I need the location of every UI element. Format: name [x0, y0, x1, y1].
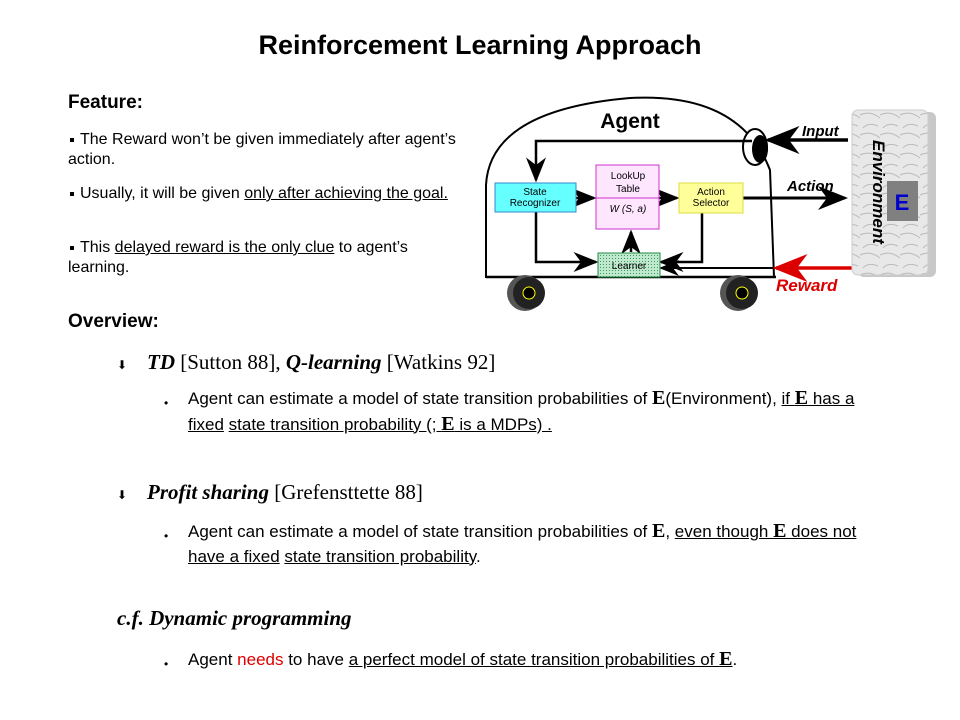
profit-sharing-ref: [Grefensttette 88]	[268, 480, 423, 504]
td-term: TD	[147, 350, 175, 374]
bullet-square-icon	[70, 137, 74, 142]
qlearning-term: Q-learning	[285, 350, 382, 374]
dynamic-programming-heading: c.f. Dynamic programming	[117, 606, 352, 630]
profit-sharing-heading: ⬇ Profit sharing [Grefensttette 88]	[117, 480, 423, 505]
text: state transition probability	[284, 546, 476, 566]
env-symbol: E	[719, 648, 733, 670]
bullet-underlined-text: delayed reward is the only clue	[114, 239, 335, 256]
lookup-table-box: LookUp Table W (S, a)	[595, 164, 660, 230]
text: ,	[665, 522, 675, 541]
learner-label: Learner	[612, 261, 647, 272]
wheel-icon	[507, 275, 545, 311]
text: Agent can estimate a model of state tran…	[188, 389, 652, 408]
text: has a fixed	[188, 389, 855, 434]
learner-box: Learner	[597, 252, 661, 278]
reward-label: Reward	[776, 276, 838, 295]
env-symbol: E	[651, 387, 666, 409]
weight-function-label: W (S, a)	[610, 204, 647, 215]
bullet-text: to agent’s learning.	[68, 239, 408, 276]
agent-label: Agent	[600, 110, 660, 133]
text: Agent	[188, 650, 238, 669]
env-symbol: E	[441, 412, 455, 435]
td-ref: [Sutton 88],	[175, 350, 286, 374]
bullet-text: The Reward won’t be given immediately af…	[68, 131, 456, 168]
td-description: Agent can estimate a model of state tran…	[188, 386, 858, 437]
environment-label: Environment	[869, 140, 888, 245]
text: even though	[674, 522, 774, 541]
bullet-underlined-text: only after achieving the goal.	[244, 185, 448, 202]
environment-symbol: E	[895, 190, 910, 215]
qlearning-ref: [Watkins 92]	[381, 350, 496, 374]
text: Agent can estimate a model of state tran…	[188, 522, 652, 541]
env-symbol: E	[651, 520, 666, 542]
agent-environment-diagram: Agent State Recognizer LookUp Table W (S…	[485, 96, 936, 311]
arrow-bullet-icon: ⬇	[117, 488, 128, 502]
text: if	[781, 389, 795, 408]
profit-sharing-description: Agent can estimate a model of state tran…	[188, 519, 858, 569]
action-label: Action	[786, 178, 834, 195]
feature-bullet-3: This delayed reward is the only clue to …	[68, 238, 468, 278]
bullet-dot-icon: •	[164, 529, 169, 543]
profit-sharing-term: Profit sharing	[147, 480, 269, 504]
bullet-square-icon	[70, 245, 74, 250]
text: .	[475, 546, 481, 566]
sensor-eye-icon	[742, 128, 768, 166]
feature-bullet-1: The Reward won’t be given immediately af…	[68, 130, 468, 170]
text: .	[732, 650, 738, 669]
env-symbol: E	[773, 520, 787, 542]
action-selector-label: Action	[697, 187, 725, 198]
action-selector-box: Action Selector	[678, 182, 744, 214]
wheel-icon	[720, 275, 758, 311]
text: a perfect model of state transition prob…	[348, 650, 720, 669]
text: to have	[283, 650, 349, 669]
lookup-table-label: Table	[616, 184, 640, 195]
bullet-dot-icon: •	[164, 396, 169, 410]
td-heading: ⬇ TD [Sutton 88], Q-learning [Watkins 92]	[117, 350, 495, 375]
lookup-table-label: LookUp	[611, 171, 646, 182]
input-label: Input	[802, 123, 840, 140]
environment-block: Environment E	[851, 109, 936, 277]
text: (Environment),	[665, 389, 782, 408]
arrow-bullet-icon: ⬇	[117, 358, 128, 372]
bullet-dot-icon: •	[164, 657, 169, 671]
env-symbol: E	[794, 387, 809, 409]
slide-title: Reinforcement Learning Approach	[258, 30, 702, 60]
bullet-text: Usually, it will be given	[80, 185, 245, 202]
feature-heading: Feature:	[68, 92, 143, 113]
state-recognizer-label: Recognizer	[510, 198, 561, 209]
state-recognizer-label: State	[523, 187, 547, 198]
text: does not have a fixed	[188, 522, 857, 566]
overview-heading: Overview:	[68, 311, 159, 332]
state-recognizer-box: State Recognizer	[494, 182, 577, 213]
bullet-square-icon	[70, 191, 74, 196]
text: is a MDPs) .	[454, 414, 552, 434]
text: state transition probability (;	[228, 414, 442, 434]
action-selector-label: Selector	[693, 198, 730, 209]
dynamic-programming-description: Agent needs to have a perfect model of s…	[188, 647, 858, 673]
feature-bullet-2: Usually, it will be given only after ach…	[68, 184, 468, 204]
bullet-text: This	[80, 239, 115, 256]
highlighted-text: needs	[237, 650, 284, 669]
